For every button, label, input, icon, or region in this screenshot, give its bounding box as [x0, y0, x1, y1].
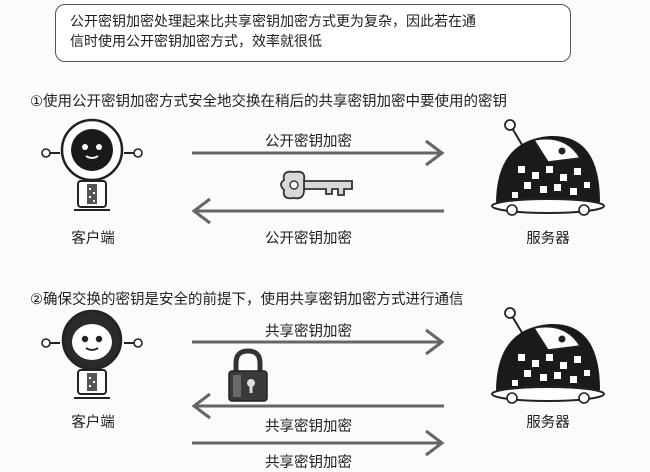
- client-label: 客户端: [71, 231, 115, 247]
- server-robot-icon: [491, 307, 605, 404]
- left-arrow-icon: [191, 197, 444, 225]
- arrow-3-label: 共享密钥加密: [265, 455, 352, 471]
- step1-heading: ①使用公开密钥加密方式安全地交换在稍后的共享密钥加密中要使用的密钥: [30, 94, 507, 110]
- client-robot-icon: [41, 118, 143, 211]
- step2-heading: ②确保交换的密钥是安全的前提下，使用共享密钥加密方式进行通信: [30, 292, 464, 308]
- server-label: 服务器: [526, 231, 570, 247]
- server-label: 服务器: [526, 415, 570, 431]
- arrow-top-label: 公开密钥加密: [265, 134, 352, 150]
- right-arrow-icon: [192, 328, 445, 356]
- right-arrow-icon: [192, 139, 445, 167]
- key-icon: [280, 170, 353, 200]
- note-line-1: 公开密钥加密处理起来比共享密钥加密方式更为复杂，因此若在通: [70, 14, 476, 30]
- arrow-1-label: 共享密钥加密: [265, 324, 352, 340]
- right-arrow-icon: [192, 429, 445, 457]
- padlock-icon: [228, 348, 268, 402]
- client-robot-icon: [41, 309, 143, 399]
- left-arrow-icon: [191, 392, 444, 420]
- arrow-bottom-label: 公开密钥加密: [265, 231, 352, 247]
- client-label: 客户端: [71, 415, 115, 431]
- server-robot-icon: [491, 119, 605, 216]
- note-box: 公开密钥加密处理起来比共享密钥加密方式更为复杂，因此若在通 信时使用公开密钥加密…: [55, 4, 571, 62]
- arrow-2-label: 共享密钥加密: [265, 419, 352, 435]
- note-line-2: 信时使用公开密钥加密方式，效率就很低: [70, 34, 322, 50]
